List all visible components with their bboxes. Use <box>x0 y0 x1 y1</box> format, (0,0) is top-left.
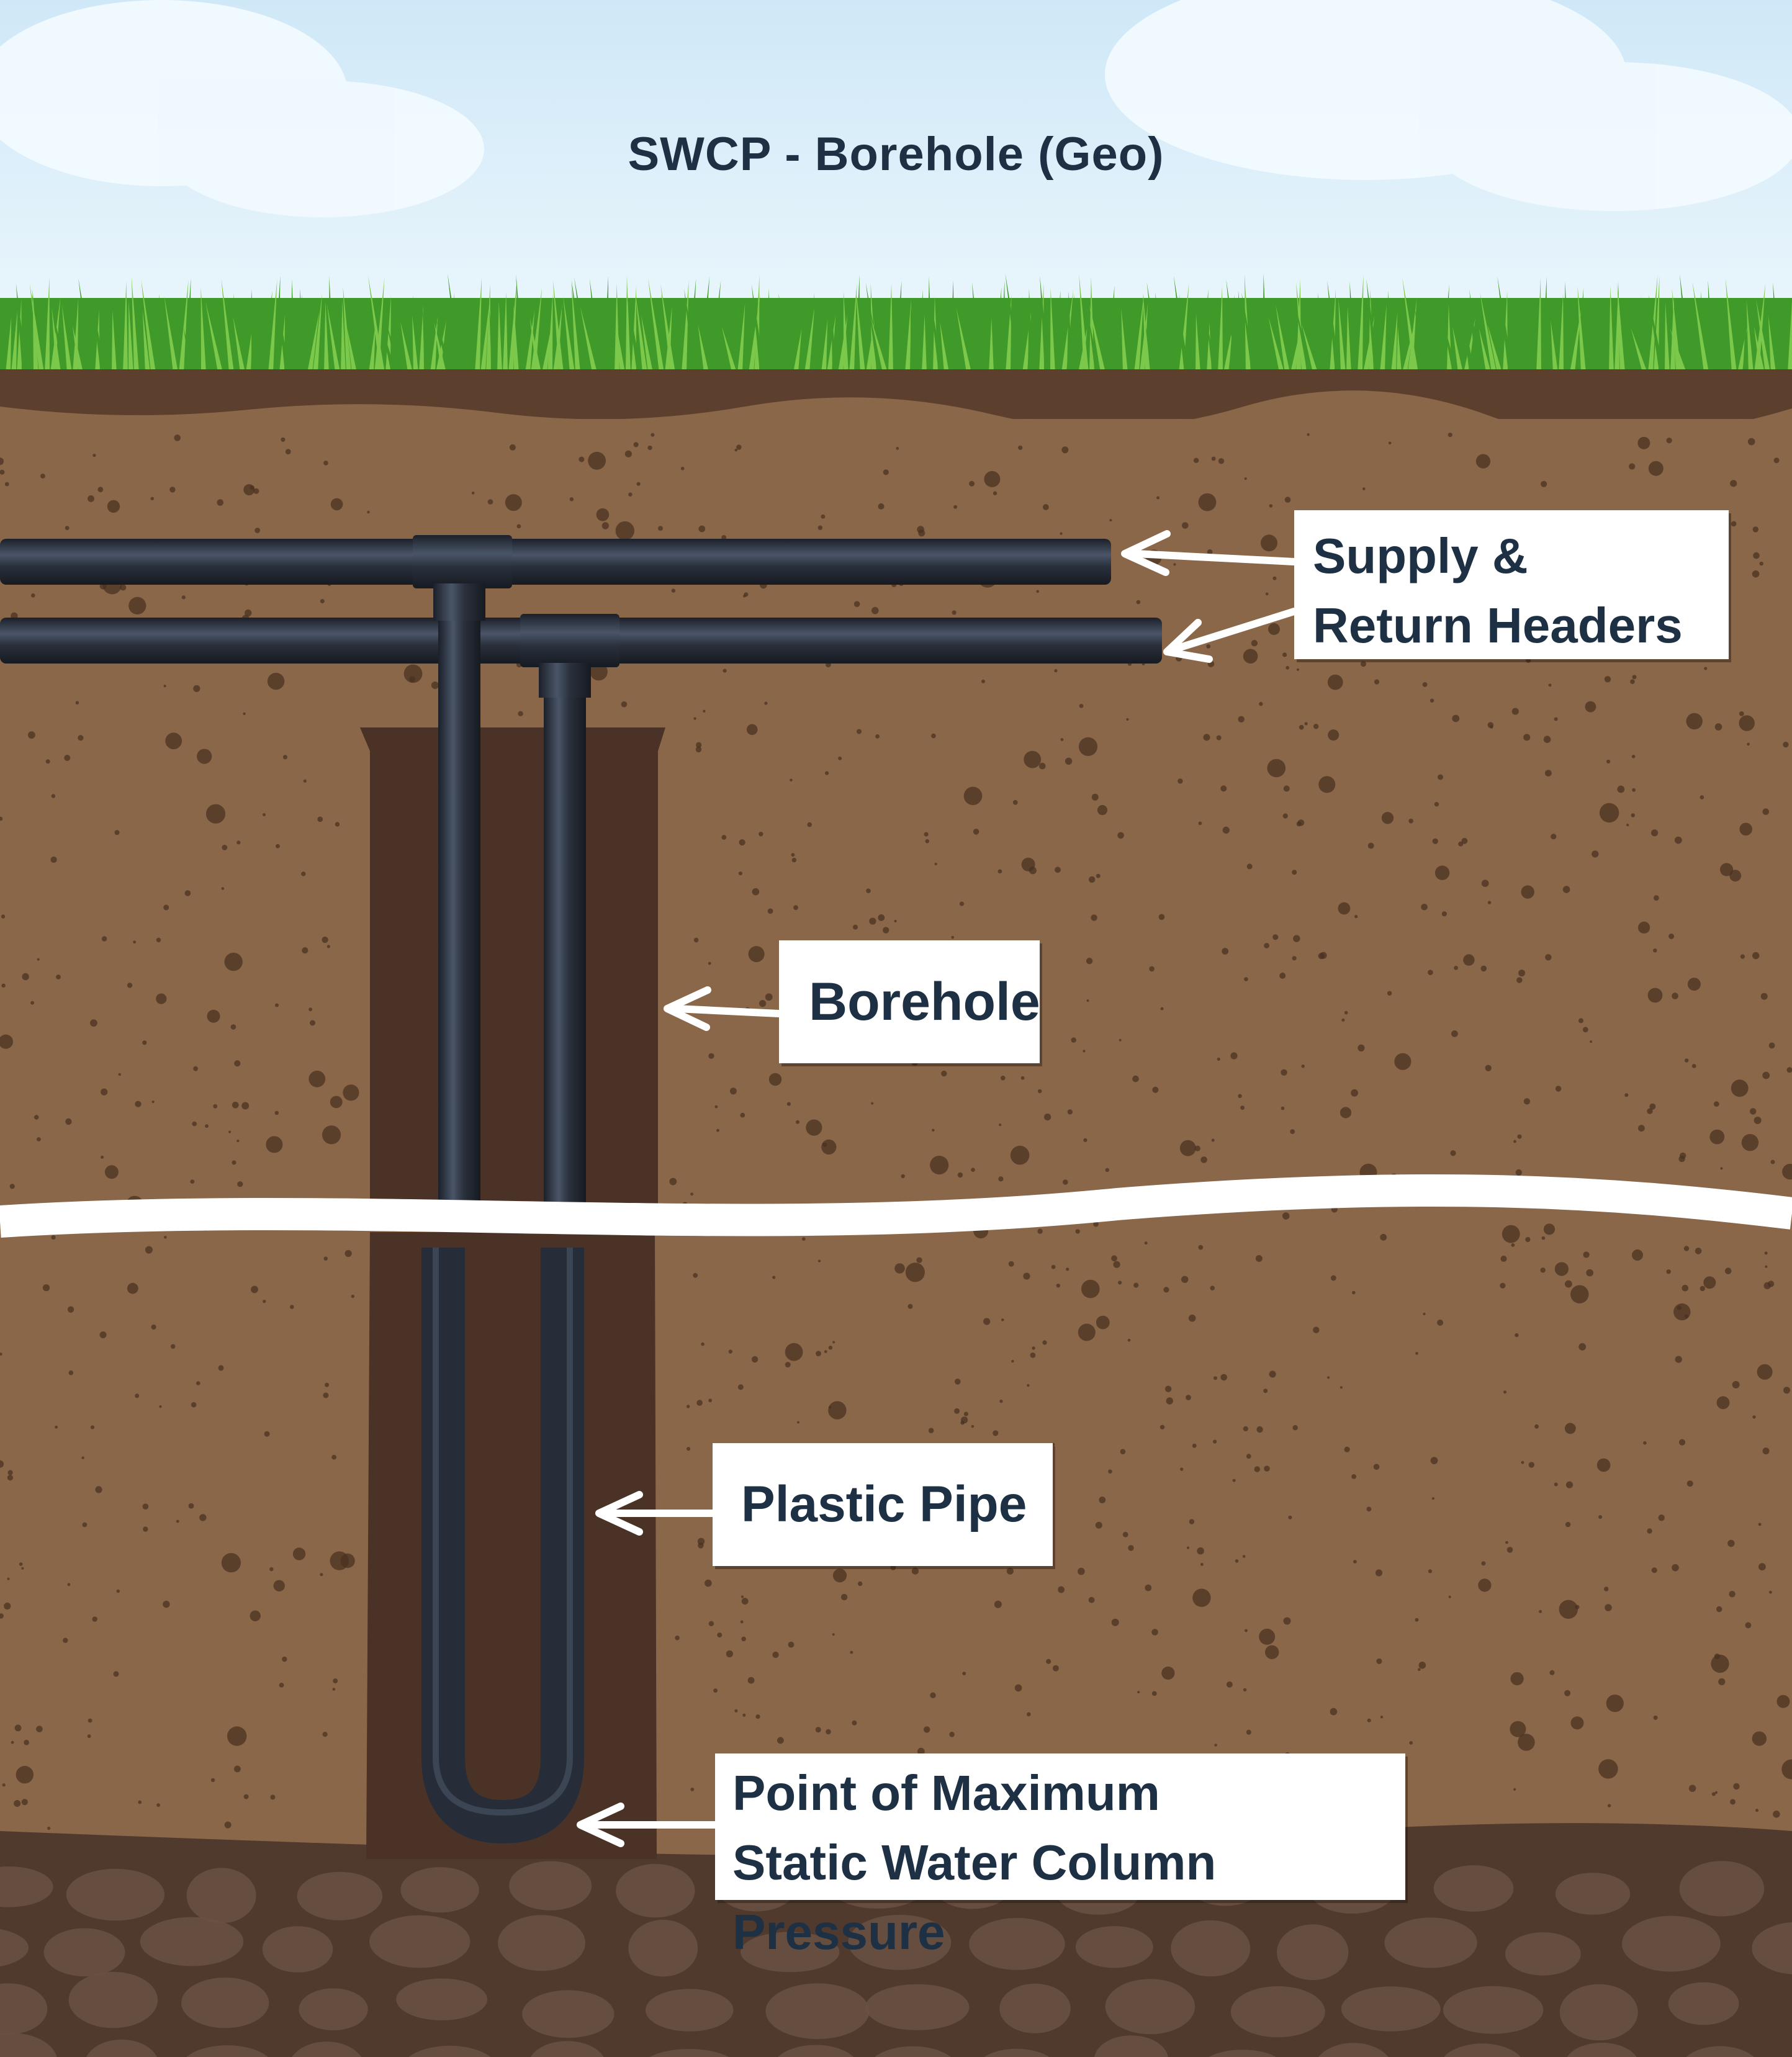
arrow-plastic-pipe <box>595 1491 716 1536</box>
plastic-pipe-u-loop-highlight <box>433 1248 573 1816</box>
plastic-pipe-tee-right <box>539 663 591 698</box>
plastic-pipe-u-loop <box>421 1248 584 1844</box>
plastic-pipe-left-upper <box>438 583 480 1210</box>
plastic-pipe-right-upper <box>544 663 586 1210</box>
label-pressure-line2: Static Water Column Pressure <box>732 1835 1217 1960</box>
grass <box>0 273 1792 372</box>
label-pressure-line1: Point of Maximum <box>732 1765 1160 1821</box>
label-borehole-text: Borehole <box>809 972 1040 1032</box>
borehole-upper <box>360 727 665 1210</box>
borehole-lower <box>366 1232 657 1859</box>
depth-break <box>0 1174 1792 1238</box>
label-headers-line1: Supply & <box>1313 528 1528 583</box>
plastic-pipe-tee-left <box>433 583 485 621</box>
arrows <box>577 530 1298 1847</box>
label-pressure-point: Point of Maximum Static Water Column Pre… <box>715 1753 1405 1960</box>
arrow-return-header <box>1163 608 1298 663</box>
clouds <box>0 0 1792 217</box>
arrow-supply-header <box>1121 530 1298 576</box>
arrow-pressure-point <box>577 1803 719 1847</box>
label-borehole: Borehole <box>779 940 1040 1063</box>
label-headers-line2: Return Headers <box>1313 598 1683 653</box>
return-header-pipe <box>0 614 1162 667</box>
soil <box>0 428 1792 1856</box>
label-plastic-pipe-text: Plastic Pipe <box>741 1476 1027 1533</box>
supply-header-pipe <box>0 535 1111 588</box>
label-headers: Supply & Return Headers <box>1294 510 1729 659</box>
topsoil-edge <box>0 390 1792 438</box>
arrow-borehole <box>664 986 783 1031</box>
page-title: SWCP - Borehole (Geo) <box>628 128 1164 181</box>
label-plastic-pipe: Plastic Pipe <box>713 1443 1053 1566</box>
